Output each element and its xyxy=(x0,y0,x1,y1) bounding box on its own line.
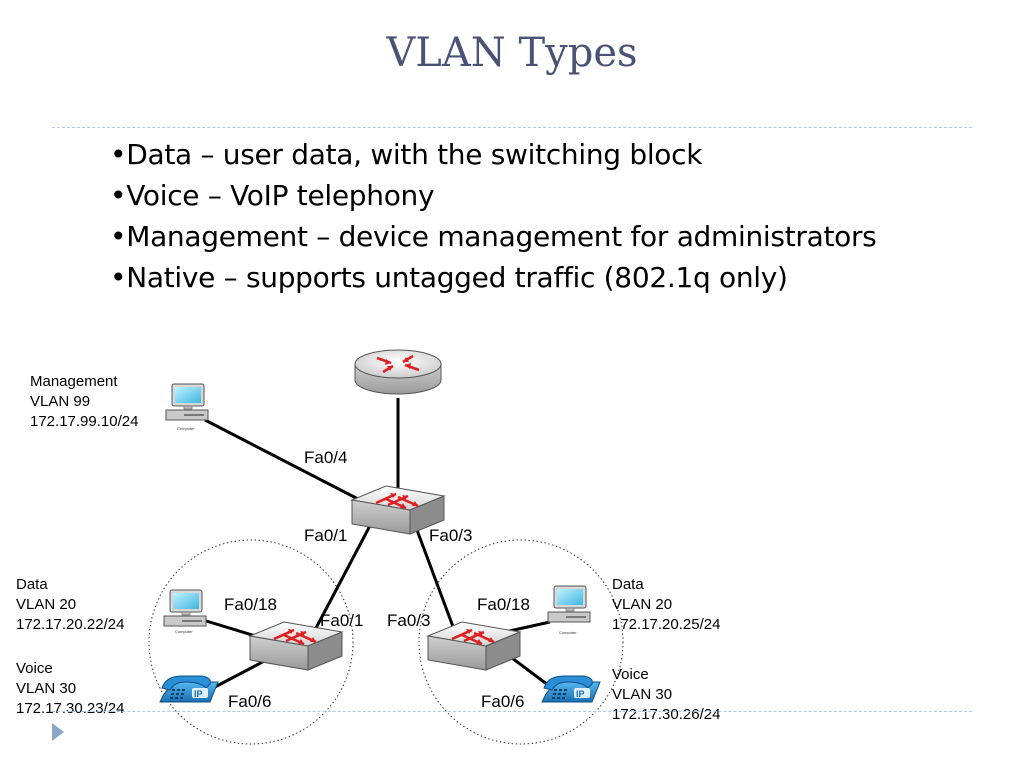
svg-text:Data: Data xyxy=(612,576,644,593)
link-left-phone xyxy=(212,656,271,690)
left-voice-label: Voice VLAN 30 172.17.30.23/24 xyxy=(16,660,124,717)
right-access-switch-icon xyxy=(426,620,522,672)
right-voice-label: Voice VLAN 30 172.17.30.26/24 xyxy=(612,666,720,723)
bottom-divider xyxy=(52,711,972,712)
slide-title: VLAN Types xyxy=(386,30,638,76)
link-right-phone xyxy=(507,653,553,690)
svg-text:Computer: Computer xyxy=(177,426,195,431)
link-core-right xyxy=(412,521,457,633)
svg-text:172.17.30.23/24: 172.17.30.23/24 xyxy=(16,700,124,717)
bullet-voice: •Voice – VoIP telephony xyxy=(110,179,435,212)
bullet-data: •Data – user data, with the switching bl… xyxy=(110,138,703,171)
svg-text:Computer: Computer xyxy=(559,630,577,635)
right-computer-icon: Computer xyxy=(547,585,591,635)
svg-text:VLAN 30: VLAN 30 xyxy=(16,680,76,697)
bullet-native: •Native – supports untagged traffic (802… xyxy=(110,261,788,294)
svg-text:IP: IP xyxy=(576,689,585,699)
port-core-fa0-1: Fa0/1 xyxy=(304,526,347,545)
router-icon xyxy=(354,349,442,395)
svg-text:Computer: Computer xyxy=(175,629,193,634)
svg-text:VLAN 99: VLAN 99 xyxy=(30,393,90,410)
right-switch-block-circle xyxy=(418,539,624,745)
left-switch-block-circle xyxy=(148,539,354,745)
port-right-fa0-18: Fa0/18 xyxy=(477,595,530,614)
svg-text:Data: Data xyxy=(16,576,48,593)
svg-text:Voice: Voice xyxy=(16,660,53,677)
svg-text:VLAN 20: VLAN 20 xyxy=(612,596,672,613)
mgmt-computer-icon: Computer xyxy=(165,383,209,431)
svg-text:172.17.20.22/24: 172.17.20.22/24 xyxy=(16,616,124,633)
bullet-list: •Data – user data, with the switching bl… xyxy=(110,134,877,298)
port-left-uplink-fa0-1: Fa0/1 xyxy=(320,611,363,630)
bullet-management: •Management – device management for admi… xyxy=(110,220,877,253)
left-ip-phone-icon: IP xyxy=(159,675,219,703)
port-core-fa0-4: Fa0/4 xyxy=(304,448,347,467)
link-core-left xyxy=(313,519,375,631)
svg-text:172.17.20.25/24: 172.17.20.25/24 xyxy=(612,616,720,633)
svg-text:IP: IP xyxy=(194,689,203,699)
top-divider xyxy=(52,127,972,128)
svg-text:VLAN 30: VLAN 30 xyxy=(612,686,672,703)
port-left-fa0-18: Fa0/18 xyxy=(224,595,277,614)
left-data-label: Data VLAN 20 172.17.20.22/24 xyxy=(16,576,124,633)
left-computer-icon: Computer xyxy=(163,589,207,634)
port-core-fa0-3: Fa0/3 xyxy=(429,526,472,545)
port-right-fa0-6: Fa0/6 xyxy=(481,692,524,711)
svg-text:172.17.30.26/24: 172.17.30.26/24 xyxy=(612,706,720,723)
svg-text:Voice: Voice xyxy=(612,666,649,683)
port-left-fa0-6: Fa0/6 xyxy=(228,692,271,711)
svg-text:VLAN 20: VLAN 20 xyxy=(16,596,76,613)
mgmt-label: Management VLAN 99 172.17.99.10/24 xyxy=(30,373,138,430)
right-ip-phone-icon: IP xyxy=(541,675,601,703)
play-arrow-icon xyxy=(52,723,64,741)
svg-text:Management: Management xyxy=(30,373,118,390)
right-data-label: Data VLAN 20 172.17.20.25/24 xyxy=(612,576,720,633)
link-mgmt-core xyxy=(204,418,361,502)
port-right-uplink-fa0-3: Fa0/3 xyxy=(387,611,430,630)
svg-text:172.17.99.10/24: 172.17.99.10/24 xyxy=(30,413,138,430)
